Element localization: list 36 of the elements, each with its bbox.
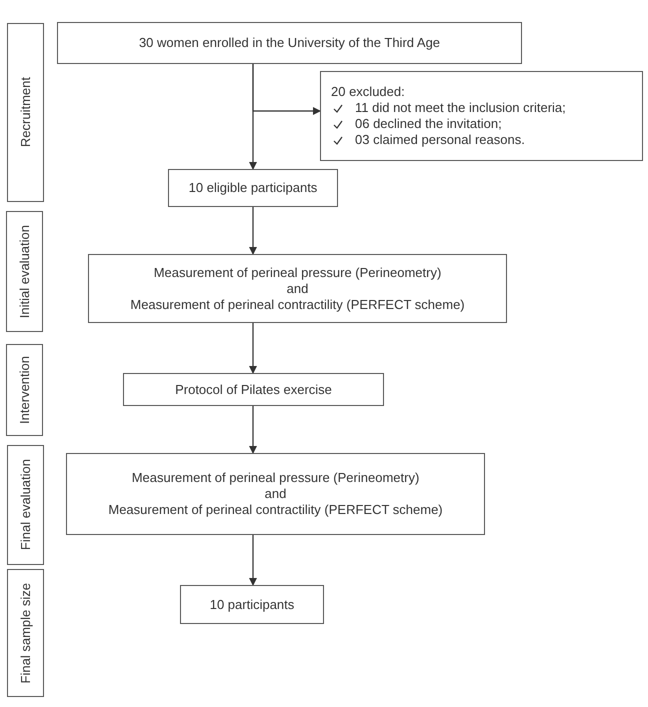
arrow bbox=[249, 535, 257, 586]
arrow bbox=[249, 323, 257, 374]
box-text: Measurement of perineal pressure (Perineometry) bbox=[132, 470, 420, 486]
stage-label: Intervention bbox=[16, 356, 32, 424]
stage-box bbox=[6, 344, 43, 436]
exclusion-box bbox=[320, 71, 643, 161]
process-box bbox=[57, 22, 522, 64]
stage-box bbox=[6, 211, 43, 332]
stage-label: Initial evaluation bbox=[16, 224, 32, 318]
arrow bbox=[249, 207, 257, 255]
stage-label: Final evaluation bbox=[18, 459, 34, 551]
process-box bbox=[168, 169, 338, 207]
stage-box bbox=[7, 445, 44, 565]
box-text: 30 women enrolled in the University of the Third Age bbox=[138, 35, 440, 51]
box-text: 10 participants bbox=[210, 596, 294, 612]
exclusion-reason: 03 claimed personal reasons. bbox=[355, 132, 525, 148]
exclusion-heading: 20 excluded: bbox=[331, 84, 405, 100]
stage-label: Final sample size bbox=[18, 582, 34, 684]
stage-box bbox=[7, 569, 44, 697]
box-text: and bbox=[286, 280, 308, 296]
stage-label: Recruitment bbox=[18, 77, 34, 148]
box-text: and bbox=[264, 486, 286, 502]
exclusion-reason: 06 declined the invitation; bbox=[355, 116, 502, 132]
process-box bbox=[88, 254, 507, 323]
stage-box bbox=[7, 23, 44, 202]
arrow bbox=[252, 64, 321, 115]
process-box bbox=[180, 585, 324, 624]
box-text: Measurement of perineal pressure (Perineometry) bbox=[154, 264, 442, 280]
exclusion-reason: 11 did not meet the inclusion criteria; bbox=[355, 100, 566, 116]
box-text: 10 eligible participants bbox=[188, 180, 318, 196]
process-box bbox=[123, 373, 384, 406]
box-text: Measurement of perineal contractility (PERFECT scheme) bbox=[130, 296, 465, 312]
box-text: Protocol of Pilates exercise bbox=[175, 382, 332, 398]
process-box bbox=[66, 453, 485, 535]
arrow bbox=[249, 406, 257, 454]
box-text: Measurement of perineal contractility (PERFECT scheme) bbox=[108, 502, 443, 518]
